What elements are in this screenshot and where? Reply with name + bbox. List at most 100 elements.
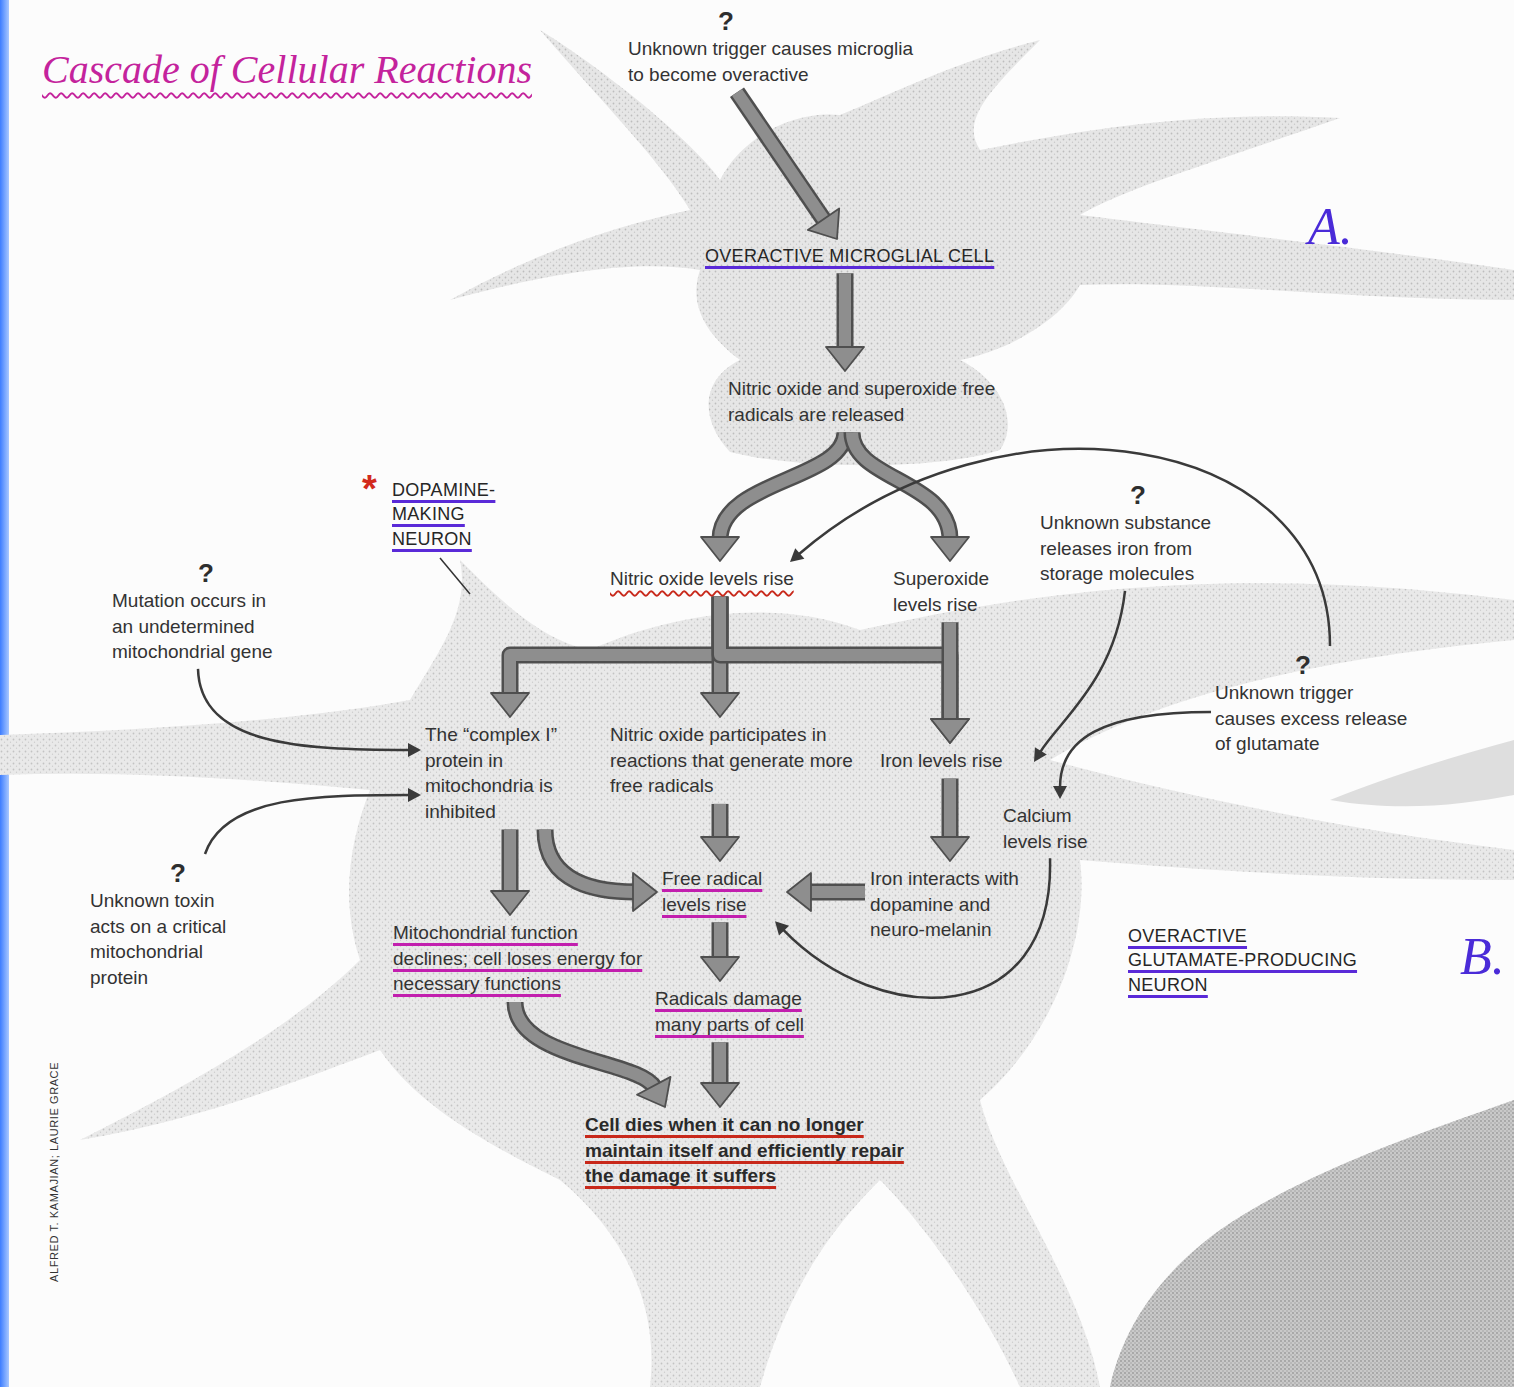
trigger-arrow [205,788,421,854]
step-node: Iron interacts with dopamine and neuro-m… [870,866,1030,943]
arrow-outline [852,432,950,539]
arrow-head [790,548,804,562]
arrow-outline [515,1002,655,1088]
arrow-head [701,1083,739,1107]
arrow-shaft [737,92,825,221]
arrow-outline [942,622,959,721]
arrow-shaft [944,622,956,721]
step-text: Mitochondrial function declines; cell lo… [393,920,645,997]
title-box: Cascade of Cellular Reactions [42,46,532,94]
step-text: Unknown trigger causes excess release of… [1215,680,1413,757]
arrow-head [931,719,969,743]
label-box: A. [1308,198,1353,255]
label-box: DOPAMINE-MAKING NEURON [392,478,520,551]
cell-label: DOPAMINE-MAKING NEURON [392,478,520,551]
step-node: ?Mutation occurs in an undetermined mito… [112,558,284,665]
trigger-arrow [790,449,1330,646]
arrow-head [808,209,839,240]
step-node: ?Unknown trigger causes excess release o… [1215,650,1413,757]
step-node: Nitric oxide and superoxide free radical… [728,376,998,427]
question-mark: ? [628,6,923,36]
cell-label: OVERACTIVE GLUTAMATE-PRODUCING NEURON [1128,924,1368,997]
arrow-shaft [720,597,950,722]
arrow-head [701,957,739,981]
asterisk-mark: * [362,470,377,508]
diagram-title: Cascade of Cellular Reactions [42,46,532,94]
panel-letter: B. [1460,928,1505,985]
step-node: ?Unknown toxin acts on a critical mitoch… [90,858,248,991]
step-node: The “complex I” protein in mitochondria … [425,722,575,825]
step-node: Radicals damage many parts of cell [655,986,845,1037]
step-text: Iron levels rise [880,748,1030,774]
trigger-arrow [198,669,421,757]
arrow-head [491,693,529,717]
label-box: B. [1460,928,1505,985]
step-node: Nitric oxide levels rise [610,566,838,592]
arrow-head [701,537,739,561]
trigger-arrow [775,858,1050,997]
step-text: Superoxide levels rise [893,566,1013,617]
arrow-head [931,837,969,861]
arrow-head [701,693,739,717]
step-node: ?Unknown trigger causes microglia to bec… [628,6,923,87]
arrow-head [1034,747,1047,762]
arrow-head [491,891,529,915]
arrow-head [1053,786,1067,799]
edge-bar [0,0,9,1387]
flow-arrow [491,830,529,915]
arrow-shaft [1040,591,1125,752]
arrow-shaft [1060,712,1211,787]
arrow-shaft [515,1002,655,1088]
neuron-process [1330,740,1514,806]
arrow-outline [737,92,825,221]
arrow-outline [502,830,519,894]
microglia-stipple [450,30,1514,465]
flow-arrow [491,597,720,717]
arrow-outline [720,432,845,539]
arrow-outline [720,597,950,722]
flow-arrow [787,873,865,911]
arrow-head [701,837,739,861]
dopamine-neuron [0,560,1514,1387]
step-text: Calcium levels rise [1003,803,1113,854]
arrow-shaft [714,922,726,959]
arrow-shaft [504,830,516,894]
glutamate-neuron [1110,740,1514,1387]
arrow-outline [545,830,635,892]
panel-letter: A. [1308,198,1353,255]
arrow-head [408,788,421,802]
arrow-outline [942,779,959,840]
arrow-head [775,921,789,935]
step-text: Unknown toxin acts on a critical mitocho… [90,888,248,991]
step-node: OVERACTIVE MICROGLIAL CELL [705,244,1040,268]
arrow-shaft [205,795,409,854]
credit-line: ALFRED T. KAMAJIAN; LAURIE GRACE [48,1062,61,1282]
arrow-head [826,347,864,371]
step-text: Radicals damage many parts of cell [655,986,845,1037]
arrow-shaft [799,449,1330,646]
arrow-outline [809,884,865,901]
arrow-shaft [839,273,851,349]
arrow-shaft [852,432,950,539]
arrow-shaft [198,669,409,750]
arrow-head [408,743,421,757]
microglial-cell [450,30,1514,465]
step-node: Iron levels rise [880,748,1030,774]
step-node: Free radical levels rise [662,866,782,917]
trigger-arrow [1034,591,1125,762]
arrow-outline [837,273,854,349]
arrow-head [787,873,811,911]
flow-arrow [701,432,845,561]
step-text: Nitric oxide and superoxide free radical… [728,376,998,427]
step-node: Nitric oxide participates in reactions t… [610,722,855,799]
arrow-shaft [510,597,720,696]
trigger-arrow [1053,712,1211,799]
arrow-shaft [714,1042,726,1085]
arrow-head [637,1077,671,1107]
neuron-body [0,560,1514,1387]
flow-arrow [515,1002,671,1107]
flow-arrow [852,432,969,561]
step-node: Calcium levels rise [1003,803,1113,854]
step-text: Unknown substance releases iron from sto… [1040,510,1255,587]
arrow-shaft [944,779,956,840]
